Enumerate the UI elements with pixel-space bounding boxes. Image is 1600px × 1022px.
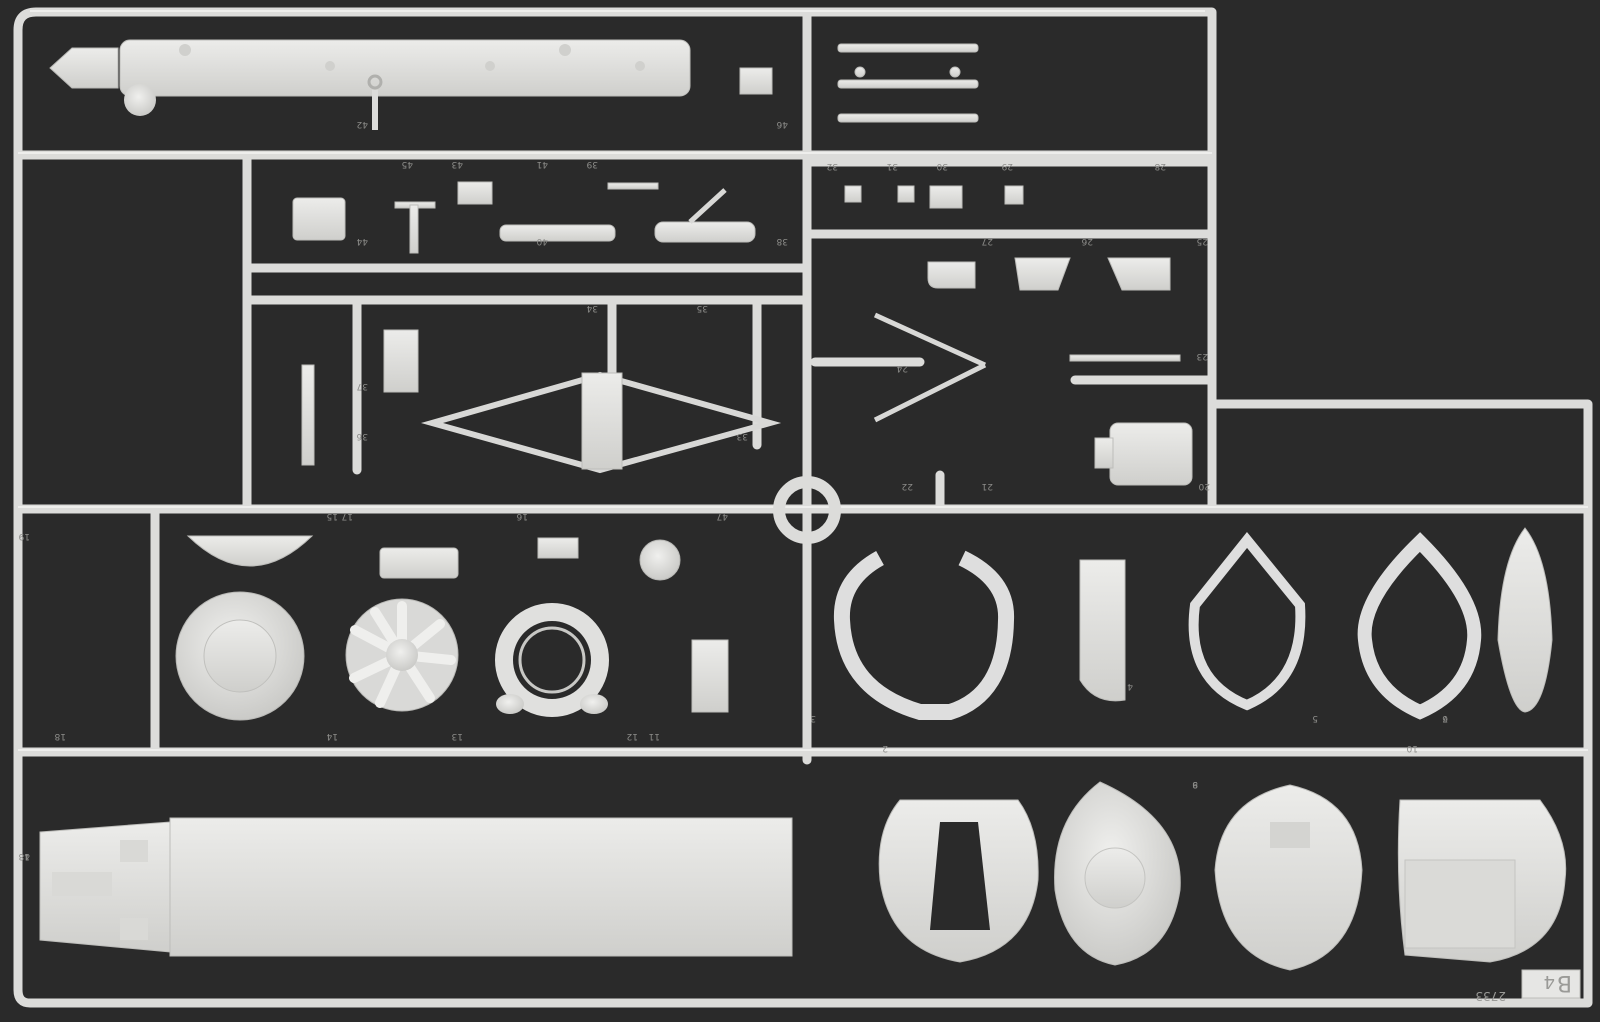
part-number-16: 16 [516, 511, 528, 521]
part-number-25: 25 [1197, 236, 1208, 246]
part-engine-cowling [175, 591, 305, 721]
part-number-22: 22 [902, 481, 913, 491]
sprue-hub-ring [773, 476, 841, 544]
outer-runner [13, 7, 1593, 1008]
part-number-44: 44 [356, 236, 368, 246]
part-number-2: 2 [882, 743, 888, 753]
part-number-39: 39 [586, 159, 598, 169]
sprue-letter: B [1557, 970, 1572, 995]
part-number-17: 17 [342, 511, 353, 521]
part-number-18: 18 [54, 731, 66, 741]
part-number-14: 14 [326, 731, 338, 741]
part-number-34: 34 [586, 303, 598, 313]
part-number-5: 5 [1312, 713, 1318, 723]
part-number-45: 45 [402, 159, 413, 169]
part-number-33: 33 [737, 431, 748, 441]
part-tail-panel [1497, 527, 1553, 713]
part-number-15: 15 [327, 511, 338, 521]
part-number-41: 41 [537, 159, 548, 169]
part-number-12: 12 [627, 731, 638, 741]
part-number-42: 42 [357, 119, 368, 129]
part-number-46: 46 [776, 119, 788, 129]
part-number-11: 11 [649, 731, 660, 741]
part-number-7: 7 [1442, 713, 1448, 723]
part-rotary-engine [345, 598, 459, 712]
part-number-20: 20 [1198, 481, 1210, 491]
part-number-8: 8 [1192, 779, 1198, 789]
part-number-6: 6 [1442, 713, 1448, 723]
part-number-13: 13 [452, 731, 463, 741]
part-number-47: 47 [717, 511, 728, 521]
part-landing-gear-v [873, 312, 987, 423]
part-bulkhead-seat [878, 799, 1039, 963]
part-fuselage-floor [39, 817, 793, 957]
part-number-35: 35 [697, 303, 708, 313]
part-number-26: 26 [1081, 236, 1093, 246]
part-number-21: 21 [982, 481, 993, 491]
part-strut-rods [739, 43, 979, 123]
part-seat-back [1079, 559, 1126, 702]
part-number-24: 24 [896, 363, 908, 373]
part-cockpit-floor [1397, 799, 1567, 963]
part-number-48: 48 [18, 851, 30, 861]
part-small-fittings [292, 181, 756, 254]
part-number-3: 3 [810, 713, 816, 723]
part-number-4: 4 [1127, 681, 1133, 691]
part-number-31: 31 [887, 161, 898, 171]
sprue-letter-suffix: 4 [1544, 971, 1555, 992]
part-fuselage-cylinder [49, 39, 691, 130]
part-number-10: 10 [1406, 743, 1418, 753]
part-number-9: 9 [1192, 779, 1198, 789]
part-number-43: 43 [452, 159, 463, 169]
part-number-32: 32 [827, 161, 838, 171]
part-number-27: 27 [982, 236, 993, 246]
part-bulkhead-dome [1054, 781, 1181, 966]
part-engine-ring [495, 539, 729, 717]
part-cowl-half [186, 535, 579, 579]
part-number-19: 19 [18, 531, 30, 541]
kit-number: 2733 [1475, 989, 1506, 1003]
part-brackets [844, 185, 1193, 486]
part-number-38: 38 [776, 236, 788, 246]
part-number-28: 28 [1154, 161, 1166, 171]
part-number-30: 30 [936, 161, 948, 171]
part-number-37: 37 [357, 381, 368, 391]
part-number-1: 1 [24, 851, 30, 861]
part-number-23: 23 [1197, 351, 1208, 361]
part-bulkhead-plate [1214, 784, 1363, 971]
sprue-id-tag: B 4 2733 [1475, 969, 1581, 1003]
part-number-40: 40 [536, 236, 548, 246]
part-fuselage-formers [833, 532, 1482, 720]
part-number-36: 36 [356, 431, 368, 441]
part-cabane-frame [301, 329, 782, 474]
part-number-29: 29 [1001, 161, 1013, 171]
